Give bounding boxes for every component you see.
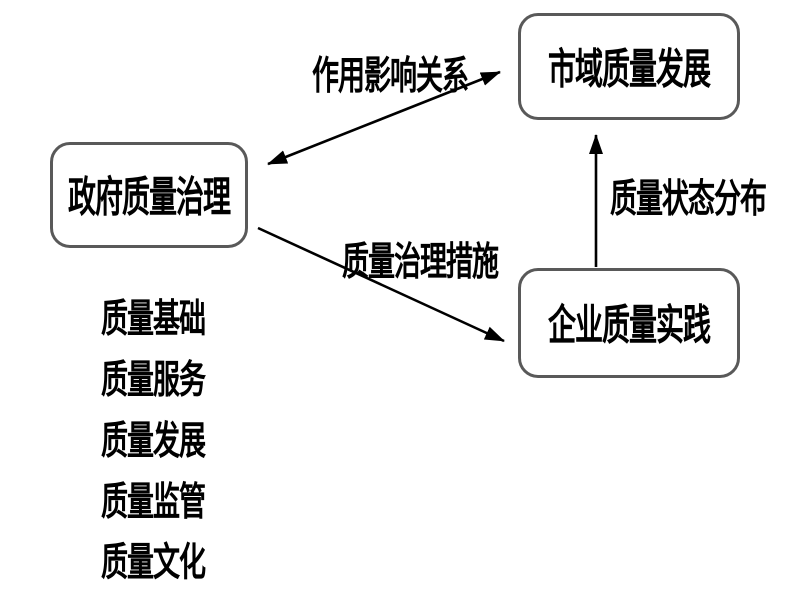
edge-label-governance-measures: 质量治理措施 [342,240,499,286]
list-item-quality-service: 质量服务 [101,358,206,404]
node-city-label: 市域质量发展 [547,44,711,94]
list-item-quality-foundation: 质量基础 [101,297,206,343]
list-item-quality-culture: 质量文化 [101,540,206,586]
government-dimension-list: 质量基础 质量服务 质量发展 质量监管 质量文化 [101,290,206,595]
list-item-quality-supervision: 质量监管 [101,479,206,525]
edge-label-status-distribution: 质量状态分布 [610,177,767,223]
node-city-quality-development: 市域质量发展 [518,13,740,120]
arrow-governance-measures [257,226,505,343]
bidirectional-arrow-influence [267,70,501,166]
list-item-quality-development: 质量发展 [101,419,206,464]
node-government-label: 政府质量治理 [67,172,231,223]
node-enterprise-quality-practice: 企业质量实践 [518,268,740,378]
node-government-quality-governance: 政府质量治理 [50,142,248,248]
edge-label-influence-relation: 作用影响关系 [312,54,469,100]
node-enterprise-label: 企业质量实践 [547,300,711,351]
